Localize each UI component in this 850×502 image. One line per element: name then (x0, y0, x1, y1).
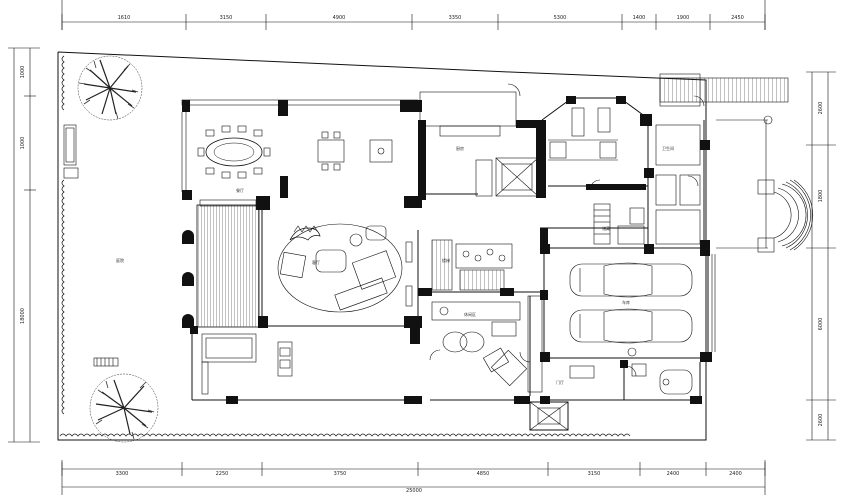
room-label: 储藏 (602, 225, 610, 231)
interior-stairs (431, 239, 513, 291)
tree-bottom-left (89, 373, 159, 443)
wood-deck (196, 204, 260, 328)
bottom-total-dimension: 25000 (406, 488, 422, 494)
bottom-dimension-value: 3300 (116, 471, 129, 477)
curved-entry-steps (716, 115, 814, 253)
top-dimension-value: 1610 (118, 15, 131, 21)
building-walls (181, 91, 716, 431)
living-room-furniture (277, 223, 413, 313)
bottom-dimension-value: 3150 (588, 471, 601, 477)
right-dimension-value: 6000 (818, 318, 824, 331)
top-dimension-value: 3350 (449, 15, 462, 21)
exterior-stairs-top-right (659, 73, 789, 107)
bottom-dimension-value: 2400 (667, 471, 680, 477)
deck-columns (182, 230, 194, 328)
bottom-dimension-line (61, 460, 766, 495)
right-dimension-value: 1800 (818, 190, 824, 203)
bottom-dimension-value: 3750 (334, 471, 347, 477)
room-label: 客厅 (312, 259, 320, 265)
left-dimension-value: 18000 (20, 308, 26, 324)
room-label: 庭院 (116, 257, 124, 263)
room-label: 休闲区 (464, 311, 476, 317)
car-bottom (569, 308, 693, 344)
top-dimension-value: 2450 (731, 15, 744, 21)
site-boundary (57, 51, 707, 441)
bottom-dimension-value: 4850 (477, 471, 490, 477)
room-label: 门厅 (556, 379, 564, 385)
right-dimension-value: 2600 (818, 414, 824, 427)
room-label: 餐厅 (236, 187, 244, 193)
left-dimension-line (8, 47, 40, 443)
top-dimension-line (61, 0, 766, 30)
car-top (569, 262, 693, 298)
right-dimension-value: 2600 (818, 102, 824, 115)
top-dimension-value: 1400 (633, 15, 646, 21)
top-dimension-value: 5300 (554, 15, 567, 21)
dining-table (197, 125, 271, 179)
right-dimension-line (806, 71, 836, 441)
left-dimension-value: 1000 (20, 66, 26, 79)
bottom-right-bathroom (569, 347, 693, 395)
top-dimension-value: 4900 (333, 15, 346, 21)
door-swings (429, 83, 705, 377)
room-label: 卫生间 (662, 145, 674, 151)
lower-area-furniture (201, 301, 528, 395)
top-dimension-value: 1900 (677, 15, 690, 21)
kitchen-island (317, 131, 393, 171)
top-dimension-value: 3150 (220, 15, 233, 21)
room-label: 车库 (622, 299, 630, 305)
left-dimension-value: 1000 (20, 137, 26, 150)
bottom-dimension-value: 2250 (216, 471, 229, 477)
room-label: 楼梯 (442, 257, 450, 263)
tree-top-left (77, 55, 143, 121)
room-label: 厨房 (456, 145, 464, 151)
bottom-dimension-value: 2400 (729, 471, 742, 477)
